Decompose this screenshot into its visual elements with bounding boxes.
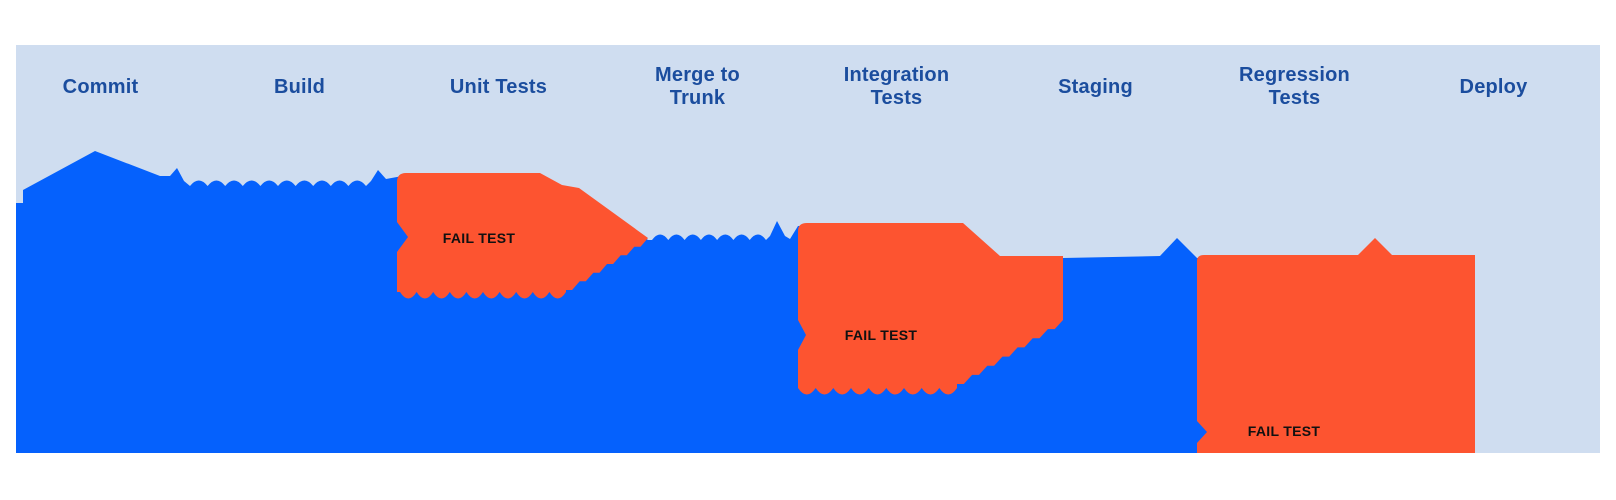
stage-headers: Commit Build Unit Tests Merge to Trunk I… — [1, 63, 1593, 111]
fail-test-region-unit-tests — [397, 173, 648, 299]
pipeline-flow-shape — [16, 151, 1470, 453]
flow-diagram-canvas — [16, 151, 1475, 453]
stage-label-unit-tests: Unit Tests — [449, 75, 548, 98]
fail-test-region-regression-tests — [1197, 238, 1475, 453]
stage-label-commit: Commit — [62, 75, 139, 98]
stage-label-deploy: Deploy — [1459, 75, 1528, 98]
stage-label-staging: Staging — [1058, 75, 1133, 98]
stage-label-regression-tests: Regression Tests — [1239, 64, 1350, 109]
fail-test-label-unit-tests: FAIL TEST — [442, 230, 516, 246]
fail-test-label-regression-tests: FAIL TEST — [1247, 423, 1321, 439]
pipeline-panel: Commit Build Unit Tests Merge to Trunk I… — [16, 45, 1600, 453]
stage-label-merge-to-trunk: Merge to Trunk — [655, 64, 740, 109]
stage-label-build: Build — [274, 75, 325, 98]
fail-test-region-integration-tests — [798, 223, 1063, 395]
stage-label-integration-tests: Integration Tests — [843, 64, 950, 109]
fail-test-label-integration-tests: FAIL TEST — [844, 327, 918, 343]
